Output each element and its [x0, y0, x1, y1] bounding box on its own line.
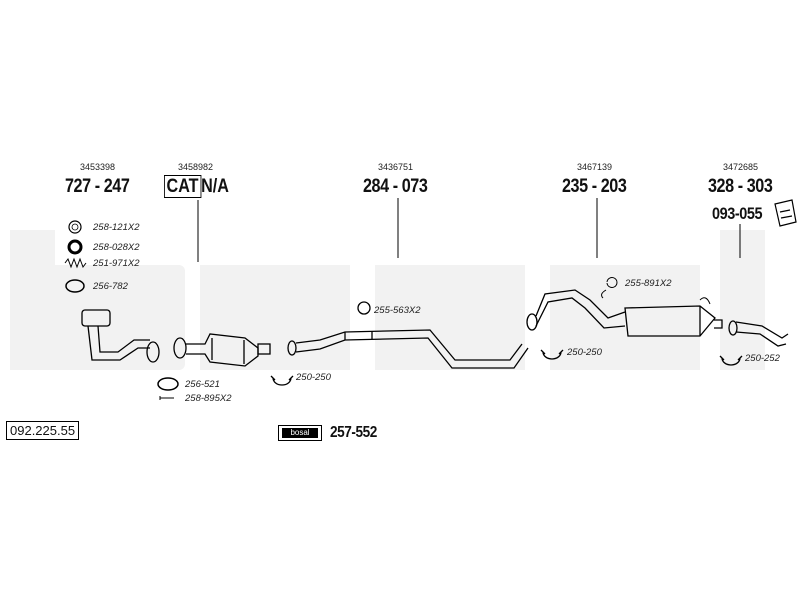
- small-part-label[interactable]: 251-971X2: [93, 258, 140, 269]
- watermark-l: [720, 230, 765, 370]
- middle-pipe-drawing: [287, 329, 529, 369]
- small-part-label[interactable]: 250-250: [296, 372, 331, 383]
- spring-icon: [64, 257, 87, 269]
- part-ref-235-203: 3467139: [577, 162, 613, 172]
- watermark-b-stem: [10, 230, 55, 370]
- part-number-727-247[interactable]: 727 - 247: [65, 176, 130, 197]
- clamp-icon: [270, 375, 294, 386]
- watermark-o: [200, 265, 350, 370]
- watermark-s: [375, 265, 525, 370]
- part-ref-284-073: 3436751: [378, 162, 414, 172]
- diagram-code: 092.225.55: [6, 421, 80, 440]
- small-part-label[interactable]: 258-895X2: [185, 393, 232, 404]
- small-part-label[interactable]: 258-121X2: [93, 222, 140, 233]
- part-number-284-073[interactable]: 284 - 073: [363, 176, 428, 197]
- kit-logo-text: bosal: [282, 428, 318, 438]
- seal-ring-icon: [68, 220, 82, 234]
- small-part-label[interactable]: 256-521: [185, 379, 220, 390]
- part-ref-328-303: 3472685: [723, 162, 759, 172]
- watermark-b-bowl: [55, 265, 185, 370]
- tail-pipe-drawing: [728, 320, 789, 347]
- small-part-label[interactable]: 255-563X2: [374, 305, 421, 316]
- ring-gasket-icon: [65, 279, 85, 293]
- part-number-093-055[interactable]: 093-055: [712, 204, 763, 223]
- hanger-clip-icon: [601, 277, 711, 305]
- bolt-icon: [159, 396, 174, 400]
- flange-gasket-icon: [157, 377, 179, 391]
- gasket-icon-2: [357, 301, 371, 315]
- cat-suffix: N/A: [201, 176, 229, 197]
- clamp-icon-3: [719, 355, 743, 366]
- catalyst-drawing: [173, 333, 271, 367]
- part-ref-727-247: 3453398: [80, 162, 116, 172]
- small-part-label[interactable]: 250-252: [745, 353, 780, 364]
- bracket-drawing: [774, 199, 797, 227]
- part-ref-cat: 3458982: [178, 162, 214, 172]
- clamp-icon-2: [540, 349, 564, 360]
- front-pipe-drawing: [81, 309, 160, 363]
- watermark-a: [550, 265, 700, 370]
- part-number-328-303[interactable]: 328 - 303: [708, 176, 773, 197]
- small-part-label[interactable]: 256-782: [93, 281, 128, 292]
- small-part-label[interactable]: 258-028X2: [93, 242, 140, 253]
- gasket-icon: [67, 239, 83, 255]
- small-part-label[interactable]: 255-891X2: [625, 278, 672, 289]
- small-part-label[interactable]: 250-250: [567, 347, 602, 358]
- center-silencer-drawing: [526, 289, 723, 337]
- cat-box: CAT: [164, 175, 202, 198]
- kit-number[interactable]: 257-552: [330, 424, 377, 441]
- kit-logo: bosal: [278, 425, 322, 441]
- part-number-235-203[interactable]: 235 - 203: [562, 176, 627, 197]
